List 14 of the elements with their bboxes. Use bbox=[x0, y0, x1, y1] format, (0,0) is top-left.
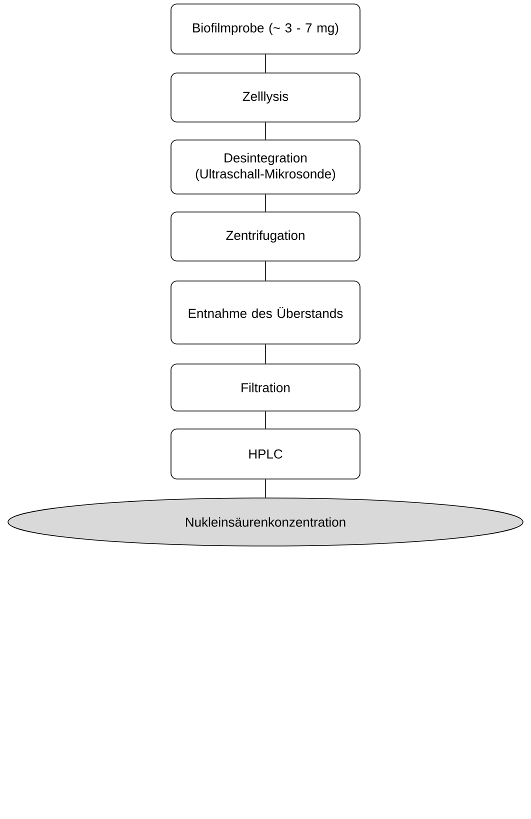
connector-line bbox=[265, 411, 266, 429]
connector-line bbox=[265, 194, 266, 212]
process-box: Entnahme des Überstands bbox=[170, 280, 360, 344]
process-box: HPLC bbox=[170, 428, 360, 480]
process-box: Zentrifugation bbox=[170, 212, 360, 262]
process-box: Filtration bbox=[170, 364, 360, 412]
connector-line bbox=[265, 344, 266, 364]
connector-line bbox=[265, 122, 266, 140]
process-box: Desintegration (Ultraschall-Mikrosonde) bbox=[170, 140, 360, 194]
connector-line bbox=[265, 261, 266, 281]
process-box: Zelllysis bbox=[170, 72, 360, 122]
connector-line bbox=[265, 479, 266, 498]
process-box: Biofilmprobe (~ 3 - 7 mg) bbox=[170, 4, 360, 54]
connector-line bbox=[265, 54, 266, 73]
